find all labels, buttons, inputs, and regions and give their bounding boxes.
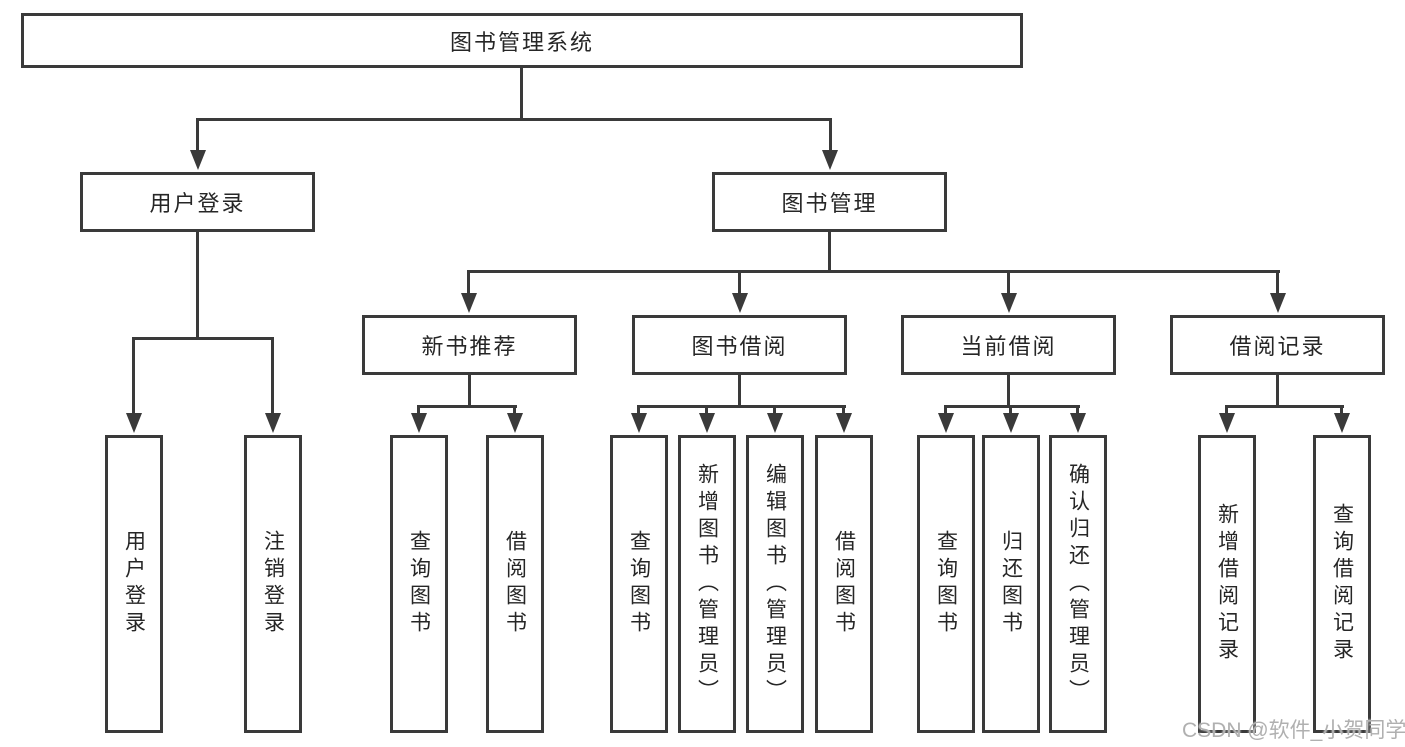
connector-book-borrowing-stem: [738, 375, 741, 405]
connector-stub-query-books-2: [637, 405, 640, 417]
connector-stub-book-borrowing: [738, 270, 741, 297]
connector-stub-borrow-books-2: [842, 405, 845, 417]
connector-stub-query-borrow-record: [1340, 405, 1343, 417]
leaf-add-book-admin: 新增图书（管理员）: [678, 435, 736, 733]
arrowhead-confirm-return: [1070, 413, 1086, 433]
arrowhead-query-books-2: [631, 413, 647, 433]
connector-borrowing-records-stem: [1276, 375, 1279, 405]
arrowhead-borrow-books-2: [836, 413, 852, 433]
leaf-query-books-2: 查询图书: [610, 435, 668, 733]
arrowhead-current-borrowing: [1001, 293, 1017, 313]
connector-stub-borrow-books-1: [513, 405, 516, 417]
connector-stub-new-book: [467, 270, 470, 297]
arrowhead-add-book: [699, 413, 715, 433]
connector-user-login-stem: [196, 232, 199, 337]
arrowhead-book-borrowing: [732, 293, 748, 313]
connector-borrowing-records-rail: [1225, 405, 1344, 408]
connector-stub-add-book: [705, 405, 708, 417]
connector-stub-add-borrow-record: [1225, 405, 1228, 417]
arrowhead-book-management: [822, 150, 838, 170]
arrowhead-new-book: [461, 293, 477, 313]
node-user-login: 用户登录: [80, 172, 315, 232]
connector-stub-confirm-return: [1076, 405, 1079, 417]
arrowhead-add-borrow-record: [1219, 413, 1235, 433]
connector-new-book-rail: [417, 405, 517, 408]
connector-stub-borrowing-records: [1276, 270, 1279, 297]
node-book-borrowing: 图书借阅: [632, 315, 847, 375]
leaf-borrow-books-1: 借阅图书: [486, 435, 544, 733]
arrowhead-query-borrow-record: [1334, 413, 1350, 433]
connector-stub-leaf-logout: [271, 337, 274, 417]
watermark: CSDN @软件_小贺同学: [1182, 719, 1405, 742]
connector-stub-edit-book: [773, 405, 776, 417]
connector-user-login-rail: [132, 337, 274, 340]
node-borrowing-records: 借阅记录: [1170, 315, 1385, 375]
leaf-return-books: 归还图书: [982, 435, 1040, 733]
leaf-query-books-1: 查询图书: [390, 435, 448, 733]
arrowhead-query-books-1: [411, 413, 427, 433]
connector-book-management-rail: [467, 270, 1280, 273]
connector-stub-leaf-user-login: [132, 337, 135, 417]
connector-stub-user-login: [196, 118, 199, 154]
arrowhead-query-books-3: [938, 413, 954, 433]
connector-root-rail: [196, 118, 832, 121]
arrowhead-user-login: [190, 150, 206, 170]
node-current-borrowing: 当前借阅: [901, 315, 1116, 375]
connector-stub-book-management: [829, 118, 832, 154]
connector-new-book-stem: [468, 375, 471, 405]
leaf-borrow-books-2: 借阅图书: [815, 435, 873, 733]
arrowhead-return-books: [1003, 413, 1019, 433]
node-library-management-system: 图书管理系统: [21, 13, 1023, 68]
connector-root-stem: [520, 68, 523, 118]
node-book-management: 图书管理: [712, 172, 947, 232]
leaf-edit-book-admin: 编辑图书（管理员）: [746, 435, 804, 733]
connector-current-borrowing-stem: [1007, 375, 1010, 405]
connector-book-borrowing-rail: [637, 405, 846, 408]
leaf-confirm-return-admin: 确认归还（管理员）: [1049, 435, 1107, 733]
leaf-logout: 注销登录: [244, 435, 302, 733]
arrowhead-borrow-books-1: [507, 413, 523, 433]
arrowhead-borrowing-records: [1270, 293, 1286, 313]
node-new-book-recommend: 新书推荐: [362, 315, 577, 375]
connector-stub-query-books-1: [417, 405, 420, 417]
leaf-query-books-3: 查询图书: [917, 435, 975, 733]
connector-stub-current-borrowing: [1007, 270, 1010, 297]
connector-book-management-stem: [828, 232, 831, 270]
arrowhead-leaf-logout: [265, 413, 281, 433]
arrowhead-edit-book: [767, 413, 783, 433]
connector-stub-return-books: [1009, 405, 1012, 417]
leaf-query-borrow-record: 查询借阅记录: [1313, 435, 1371, 733]
leaf-user-login: 用户登录: [105, 435, 163, 733]
leaf-add-borrow-record: 新增借阅记录: [1198, 435, 1256, 733]
connector-current-borrowing-rail: [944, 405, 1080, 408]
arrowhead-leaf-user-login: [126, 413, 142, 433]
connector-stub-query-books-3: [944, 405, 947, 417]
